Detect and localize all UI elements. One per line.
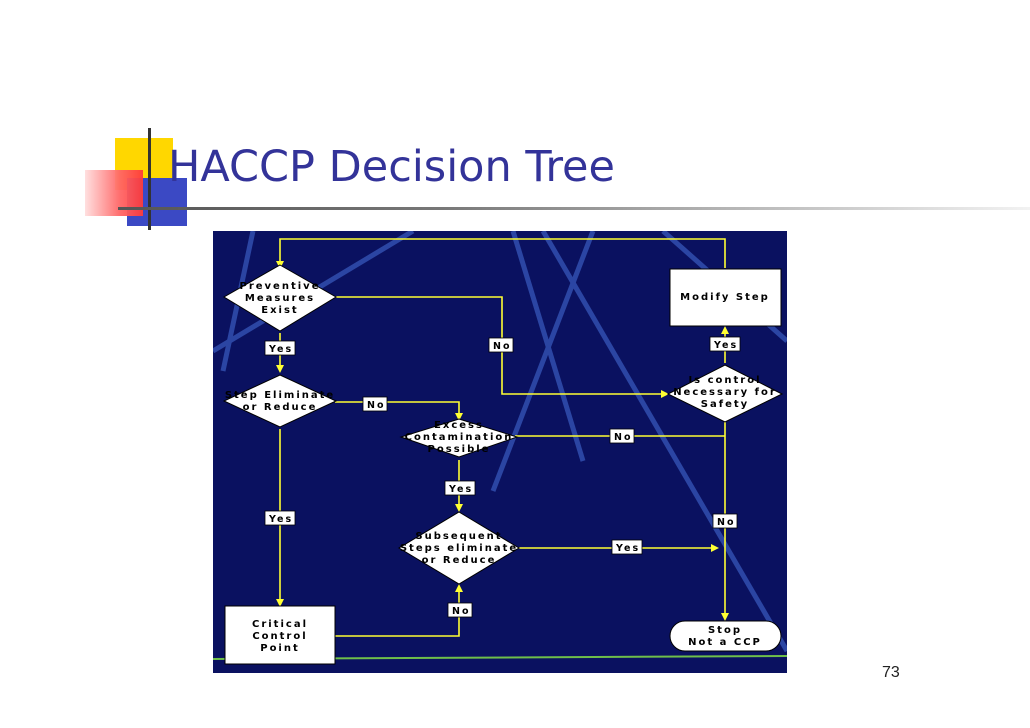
svg-text:Modify Step: Modify Step	[680, 292, 770, 303]
node-is-control-necessary: Is control Necessary for Safety	[666, 364, 784, 423]
svg-text:Yes: Yes	[713, 340, 738, 351]
svg-text:Safety: Safety	[701, 399, 749, 410]
svg-text:Subsequent: Subsequent	[415, 531, 502, 542]
svg-text:Stop: Stop	[708, 625, 742, 636]
svg-text:No: No	[367, 400, 385, 411]
svg-text:Control: Control	[252, 631, 307, 642]
node-subsequent-steps: Subsequent Steps eliminate or Reduce	[398, 511, 520, 585]
svg-text:Step Eliminate: Step Eliminate	[225, 390, 335, 401]
node-excess-contamination: Excess Contamination Possible	[399, 418, 519, 458]
svg-text:Exist: Exist	[261, 305, 298, 316]
svg-text:Yes: Yes	[268, 514, 293, 525]
svg-text:Contamination: Contamination	[405, 432, 514, 443]
page-number: 73	[882, 664, 900, 681]
svg-text:No: No	[614, 432, 632, 443]
node-preventive-measures: Preventive Measures Exist	[223, 264, 337, 332]
decor-vertical-rule	[148, 128, 151, 230]
connector-se-no-to-ec	[335, 401, 463, 421]
svg-text:Necessary for: Necessary for	[673, 387, 777, 398]
edge-label-ic-no: No	[712, 513, 738, 529]
svg-text:Possible: Possible	[428, 444, 491, 455]
svg-text:Not a CCP: Not a CCP	[688, 637, 762, 648]
svg-text:No: No	[452, 606, 470, 617]
diagram-canvas: Preventive Measures Exist Step Eliminate…	[213, 231, 787, 665]
edge-label-se-no: No	[362, 396, 388, 412]
node-critical-control-point: Critical Control Point	[224, 605, 336, 665]
svg-text:No: No	[493, 341, 511, 352]
title-underline	[118, 207, 1030, 210]
edge-label-ss-no: No	[447, 602, 473, 618]
svg-text:or Reduce: or Reduce	[243, 402, 318, 413]
edge-label-se-yes: Yes	[264, 510, 296, 526]
svg-text:Preventive: Preventive	[240, 281, 321, 292]
node-step-eliminate: Step Eliminate or Reduce	[222, 374, 338, 428]
svg-text:Excess: Excess	[434, 420, 484, 431]
svg-text:Critical: Critical	[252, 619, 308, 630]
node-stop-not-ccp: Stop Not a CCP	[669, 620, 782, 652]
edge-label-ec-yes: Yes	[444, 480, 476, 496]
svg-text:Steps eliminate: Steps eliminate	[400, 543, 518, 554]
edge-label-ss-yes: Yes	[611, 539, 643, 555]
svg-text:Yes: Yes	[615, 543, 640, 554]
edge-label-pm-yes: Yes	[264, 340, 296, 356]
connector-ccp-to-ss	[334, 584, 463, 637]
connector-modify-to-pm	[276, 238, 726, 269]
node-modify-step: Modify Step	[669, 268, 782, 327]
svg-text:Point: Point	[260, 643, 300, 654]
slide-title: HACCP Decision Tree	[168, 142, 615, 192]
svg-text:or Reduce: or Reduce	[422, 555, 497, 566]
svg-text:Is control: Is control	[688, 375, 761, 386]
edge-label-pm-no: No	[488, 337, 514, 353]
haccp-decision-tree-diagram: Preventive Measures Exist Step Eliminate…	[213, 231, 787, 673]
edge-label-ec-no: No	[609, 428, 635, 444]
svg-text:Measures: Measures	[245, 293, 315, 304]
edge-label-ic-yes: Yes	[709, 336, 741, 352]
svg-text:Yes: Yes	[268, 344, 293, 355]
svg-text:No: No	[717, 517, 735, 528]
svg-text:Yes: Yes	[448, 484, 473, 495]
